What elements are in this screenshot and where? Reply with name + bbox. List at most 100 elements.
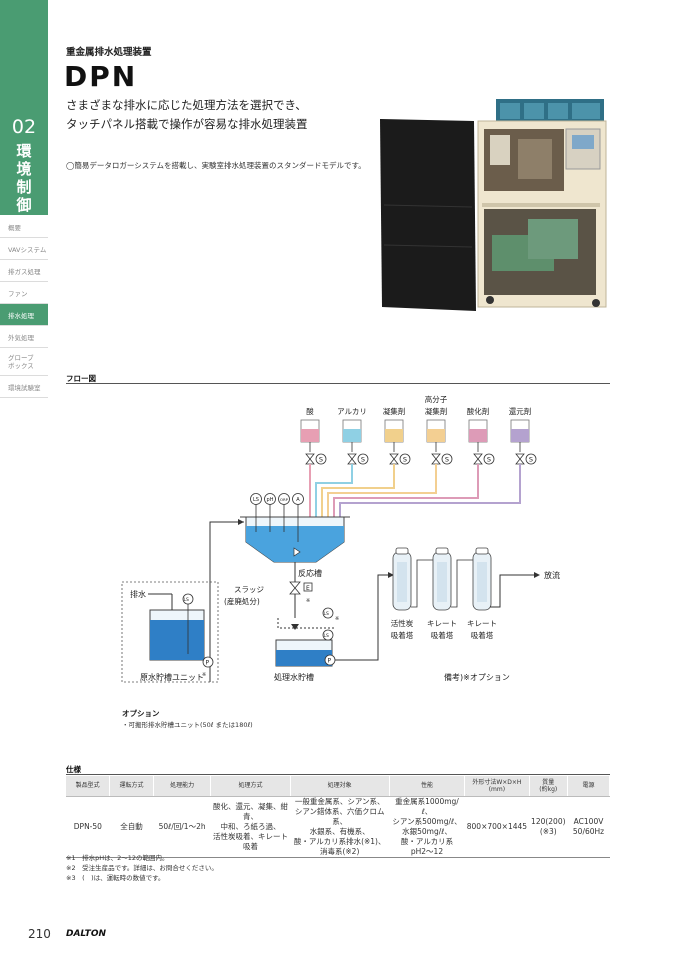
valve-icon (347, 458, 357, 465)
valve-icon (473, 458, 483, 465)
sidebar-nav: 概要 VAVシステム 排ガス処理 ファン 排水処理 外気処理 グローブボックス … (0, 216, 48, 398)
tower-feed-arrow (388, 572, 394, 578)
outlet-option-mark: ※ (306, 598, 310, 604)
tower-label: 活性炭 (391, 618, 414, 628)
chemical-feed-line (315, 464, 353, 520)
option-mark: ※ (335, 616, 339, 622)
sensor-label: ORP (280, 497, 289, 502)
solenoid-icon (315, 453, 327, 465)
chemical-tank-fill (301, 429, 319, 442)
sidebar-item-glovebox[interactable]: グローブボックス (0, 348, 48, 376)
sidebar-item-exhaust-gas[interactable]: 排ガス処理 (0, 260, 48, 282)
tower-media (397, 562, 407, 602)
chemical-feed-line (333, 464, 479, 520)
spec-performance: 重金属系1000mg/ℓ、シアン系500mg/ℓ、水銀50mg/ℓ、酸・アルカリ… (389, 796, 465, 858)
solenoid-icon (357, 453, 369, 465)
chapter-char: 御 (16, 196, 32, 214)
spec-header: 電源 (567, 776, 610, 797)
tower-feed-line (335, 574, 390, 661)
sidebar-item-overview[interactable]: 概要 (0, 216, 48, 238)
spec-target: 一般重金属系、シアン系、シアン錯体系、六価クロム系、水銀系、有機系、酸・アルカリ… (290, 796, 390, 858)
chemical-label: 酸 (306, 406, 314, 416)
sludge-line (277, 618, 335, 629)
chemical-tank-fill (343, 429, 361, 442)
tower-label: 吸着塔 (431, 630, 454, 640)
spec-header: 外形寸法W×D×H(mm) (464, 776, 530, 797)
solenoid-label: S (487, 456, 491, 464)
valve-icon (473, 453, 483, 460)
product-category: 重金属排水処理装置 (66, 47, 152, 58)
solenoid-icon (441, 453, 453, 465)
spec-method: 酸化、還元、凝集、紺青、中和、ろ紙ろ過、活性炭吸着、キレート吸着 (210, 796, 291, 858)
tower-link-line (411, 559, 433, 608)
sludge-label: スラッジ (234, 585, 264, 594)
solenoid-label: S (361, 456, 365, 464)
inflow-label: 排水 (130, 589, 146, 599)
chemical-feed-line (321, 464, 395, 520)
discharge-line (490, 574, 536, 608)
spec-operation: 全自動 (109, 796, 154, 858)
solenoid-label: S (319, 456, 323, 464)
raw-tank-option-mark: ※ (202, 672, 206, 678)
valve-icon (431, 458, 441, 465)
solenoid-label: S (403, 456, 407, 464)
sensor-label: LS (253, 497, 259, 503)
tower-label: 吸着塔 (471, 630, 494, 640)
chapter-char: 境 (16, 160, 32, 178)
sludge-label: (産廃処分) (224, 596, 260, 606)
tower-label: キレート (427, 619, 457, 628)
valve-icon (305, 453, 315, 460)
tower-label: キレート (467, 619, 497, 628)
tower-media (437, 562, 447, 602)
tower-link-line (451, 559, 473, 608)
product-note: ◯簡易データロガーシステムを搭載し、実験室排水処理装置のスタンダードモデルです。 (66, 161, 366, 170)
sidebar-item-outdoor-air[interactable]: 外気処理 (0, 326, 48, 348)
spec-mass: 120(200)(※3) (529, 796, 568, 858)
valve-icon (347, 453, 357, 460)
sidebar-item-environment-room[interactable]: 環境試験室 (0, 376, 48, 398)
product-lead: さまざまな排水に応じた処理方法を選択でき、 タッチパネル搭載で操作が容易な排水処… (66, 96, 308, 134)
spec-header: 質量(約kg) (529, 776, 569, 797)
outlet-e-label: E (306, 585, 310, 592)
sensor-label: A (296, 497, 300, 503)
spec-section-title: 仕様 (66, 765, 81, 774)
raw-pump-label: P (206, 660, 210, 667)
level-switch-label: LS (184, 597, 190, 603)
chemical-label: 凝集剤 (425, 406, 448, 416)
spec-header: 性能 (389, 776, 466, 797)
valve-icon (515, 458, 525, 465)
solenoid-icon (525, 453, 537, 465)
sidebar-item-vav[interactable]: VAVシステム (0, 238, 48, 260)
valve-icon (389, 453, 399, 460)
treated-pump-label: P (328, 658, 332, 665)
sidebar-item-wastewater[interactable]: 排水処理 (0, 304, 48, 326)
lead-line: タッチパネル搭載で操作が容易な排水処理装置 (66, 117, 308, 131)
lead-line: さまざまな排水に応じた処理方法を選択でき、 (66, 98, 307, 112)
footnote: ※2 受注生産品です。詳細は、お問合せください。 (66, 864, 218, 872)
discharge-label: 放流 (544, 570, 560, 580)
spec-header: 処理能力 (153, 776, 212, 797)
table-row: DPN-50 全自動 50ℓ/回/1〜2h 酸化、還元、凝集、紺青、中和、ろ紙ろ… (66, 796, 610, 858)
level-switch-icon (322, 629, 334, 641)
spec-model: DPN-50 (66, 796, 110, 858)
raw-tank-label: 原水貯槽ユニット (140, 672, 204, 682)
sidebar-item-label: ボックス (8, 361, 34, 370)
tower-cap (435, 547, 449, 555)
chemical-feed-line (327, 464, 437, 520)
level-switch-label: LS (324, 611, 330, 617)
sidebar-item-label: グローブ (8, 353, 34, 362)
sidebar-chapter-block (0, 0, 48, 215)
chemical-tank-fill (469, 429, 487, 442)
chapter-char: 制 (16, 178, 32, 196)
product-model: DPN (64, 60, 138, 93)
spec-header-row: 製品型式 運転方式 処理能力 処理方式 処理対象 性能 外形寸法W×D×H(mm… (66, 776, 610, 797)
sidebar-item-fan[interactable]: ファン (0, 282, 48, 304)
option-title: オプション (122, 709, 160, 718)
raw-pump-icon (202, 656, 214, 668)
discharge-arrow (534, 572, 540, 578)
solenoid-label: S (445, 456, 449, 464)
raw-tank-unit-boundary (121, 581, 219, 683)
chemical-feed-line (339, 464, 521, 520)
